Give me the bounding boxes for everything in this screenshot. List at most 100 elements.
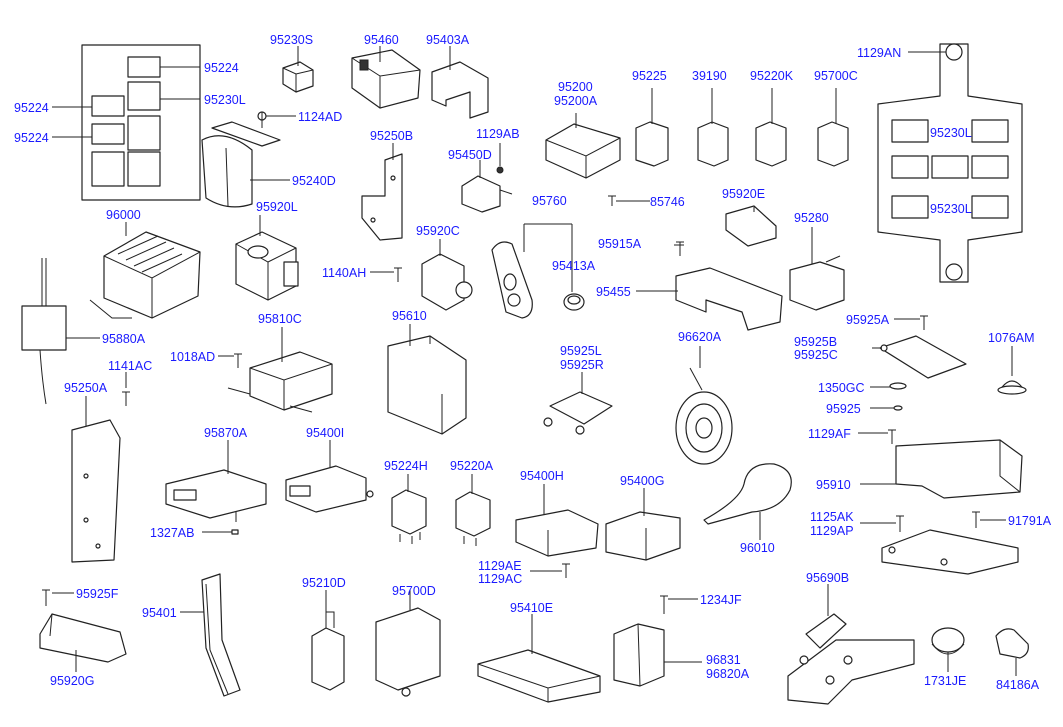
part-95920E-drawing [725,205,777,247]
part-label-95410E[interactable]: 95410E [510,601,553,615]
bracket-95920G-drawing [39,613,127,663]
part-label-95403A[interactable]: 95403A [426,33,470,47]
part-label-1129AB[interactable]: 1129AB [476,127,520,141]
part-label-1124AD[interactable]: 1124AD [298,110,342,124]
part-label-39190[interactable]: 39190 [692,69,727,83]
part-label-95250B[interactable]: 95250B [370,129,413,143]
part-label-95230L-b[interactable]: 95230L [930,126,972,140]
part-label-95224-a[interactable]: 95224 [204,61,239,75]
part-label-95810C[interactable]: 95810C [258,312,302,326]
cap-1731JE-drawing [931,627,965,655]
horn-96620A-drawing [675,367,733,465]
part-label-95920G[interactable]: 95920G [50,674,94,688]
module-95400H-drawing [515,509,599,557]
module-95400G-drawing [605,511,681,561]
part-label-95920E[interactable]: 95920E [722,187,765,201]
part-label-95450D[interactable]: 95450D [448,148,492,162]
actuator-95920L-drawing [235,231,299,301]
part-label-95925R[interactable]: 95925R [560,358,604,372]
bracket-91791A-drawing [881,529,1019,575]
part-label-95760[interactable]: 95760 [532,194,567,208]
part-label-91791A[interactable]: 91791A [1008,514,1052,528]
part-label-95200[interactable]: 95200 [558,80,593,94]
bracket-95401-drawing [201,573,241,697]
part-label-1234JF[interactable]: 1234JF [700,593,742,607]
part-label-95230S[interactable]: 95230S [270,33,313,47]
part-label-96010[interactable]: 96010 [740,541,775,555]
bracket-95925L-drawing [543,391,613,435]
part-label-1129AE[interactable]: 1129AE [478,559,522,573]
part-label-96000[interactable]: 96000 [106,208,141,222]
part-label-95920C[interactable]: 95920C [416,224,460,238]
part-label-1076AM[interactable]: 1076AM [988,331,1035,345]
part-label-95240D[interactable]: 95240D [292,174,336,188]
part-label-95925C[interactable]: 95925C [794,348,838,362]
part-label-95455[interactable]: 95455 [596,285,631,299]
part-label-95400I[interactable]: 95400I [306,426,344,440]
part-label-1731JE[interactable]: 1731JE [924,674,966,688]
part-label-95200A[interactable]: 95200A [554,94,598,108]
module-95870A-drawing [165,469,267,522]
part-label-1350GC[interactable]: 1350GC [818,381,865,395]
part-label-95915A[interactable]: 95915A [598,237,642,251]
part-label-1018AD[interactable]: 1018AD [170,350,215,364]
part-label-96820A[interactable]: 96820A [706,667,750,681]
module-95810C-drawing [227,351,333,413]
part-label-95230L-c[interactable]: 95230L [930,202,972,216]
part-label-95210D[interactable]: 95210D [302,576,346,590]
module-95240D-drawing [201,111,281,208]
part-label-95230L-a[interactable]: 95230L [204,93,246,107]
part-label-95460[interactable]: 95460 [364,33,399,47]
bracket-95925A-drawing [879,335,967,379]
part-label-95224-b[interactable]: 95224 [14,101,49,115]
part-label-95700C[interactable]: 95700C [814,69,858,83]
part-label-95925A[interactable]: 95925A [846,313,890,327]
module-95460-drawing [351,49,421,109]
part-label-95925F[interactable]: 95925F [76,587,119,601]
part-label-96831[interactable]: 96831 [706,653,741,667]
part-label-95610[interactable]: 95610 [392,309,427,323]
part-label-1327AB[interactable]: 1327AB [150,526,194,540]
part-label-95220K[interactable]: 95220K [750,69,794,83]
part-label-1129AF[interactable]: 1129AF [808,427,851,441]
bracket-95455-drawing [675,267,783,331]
cover-96010-drawing [703,463,792,525]
part-label-95870A[interactable]: 95870A [204,426,248,440]
part-label-96620A[interactable]: 96620A [678,330,722,344]
part-label-85746[interactable]: 85746 [650,195,685,209]
fob-95760-drawing [491,241,585,319]
part-label-95910[interactable]: 95910 [816,478,851,492]
part-label-95400H[interactable]: 95400H [520,469,564,483]
module-95410E-drawing [477,649,601,703]
part-label-95280[interactable]: 95280 [794,211,829,225]
part-label-95413A[interactable]: 95413A [552,259,596,273]
module-95700D-drawing [375,607,441,697]
part-label-95925B[interactable]: 95925B [794,335,837,349]
fuse-block-right-drawing [877,43,1023,283]
part-label-1129AN[interactable]: 1129AN [857,46,901,60]
part-label-95690B[interactable]: 95690B [806,571,849,585]
part-label-95220A[interactable]: 95220A [450,459,494,473]
part-label-1129AP[interactable]: 1129AP [810,524,854,538]
part-label-1125AK[interactable]: 1125AK [810,510,854,524]
part-label-95400G[interactable]: 95400G [620,474,664,488]
part-label-84186A[interactable]: 84186A [996,678,1040,692]
module-95200-drawing [545,123,621,179]
bracket-95250A-drawing [71,419,121,563]
bracket-95690B-drawing [787,613,915,705]
part-label-95700D[interactable]: 95700D [392,584,436,598]
part-label-95401[interactable]: 95401 [142,606,177,620]
part-label-95925L[interactable]: 95925L [560,344,602,358]
part-label-95925[interactable]: 95925 [826,402,861,416]
part-label-95250A[interactable]: 95250A [64,381,108,395]
part-label-95224H[interactable]: 95224H [384,459,428,473]
part-label-95224-c[interactable]: 95224 [14,131,49,145]
part-label-1140AH[interactable]: 1140AH [322,266,366,280]
part-label-1141AC[interactable]: 1141AC [108,359,152,373]
part-label-1129AC[interactable]: 1129AC [478,572,522,586]
part-label-95225[interactable]: 95225 [632,69,667,83]
relay-95220A-drawing [455,491,491,546]
part-label-95880A[interactable]: 95880A [102,332,146,346]
part-label-95920L[interactable]: 95920L [256,200,298,214]
